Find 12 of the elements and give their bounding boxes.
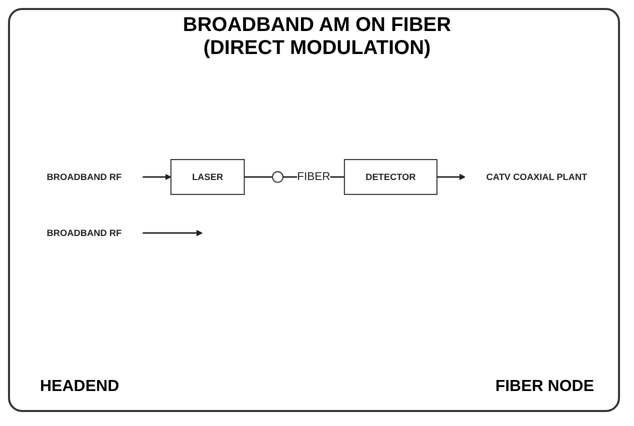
diagram-title: BROADBAND AM ON FIBER (DIRECT MODULATION): [182, 14, 452, 60]
arrow: [436, 174, 466, 180]
node-text: BROADBAND RF: [46, 228, 122, 238]
node-box: LASER: [170, 159, 245, 195]
arrow: [142, 230, 203, 236]
node-box: DETECTOR: [344, 159, 438, 195]
node-text: BROADBAND RF: [46, 172, 122, 182]
node-circle: [272, 171, 284, 183]
arrow: [142, 174, 172, 180]
region-label: FIBER NODE: [495, 378, 594, 396]
region-label: HEADEND: [40, 378, 120, 396]
node-text: CATV COAXIAL PLANT: [486, 172, 588, 182]
